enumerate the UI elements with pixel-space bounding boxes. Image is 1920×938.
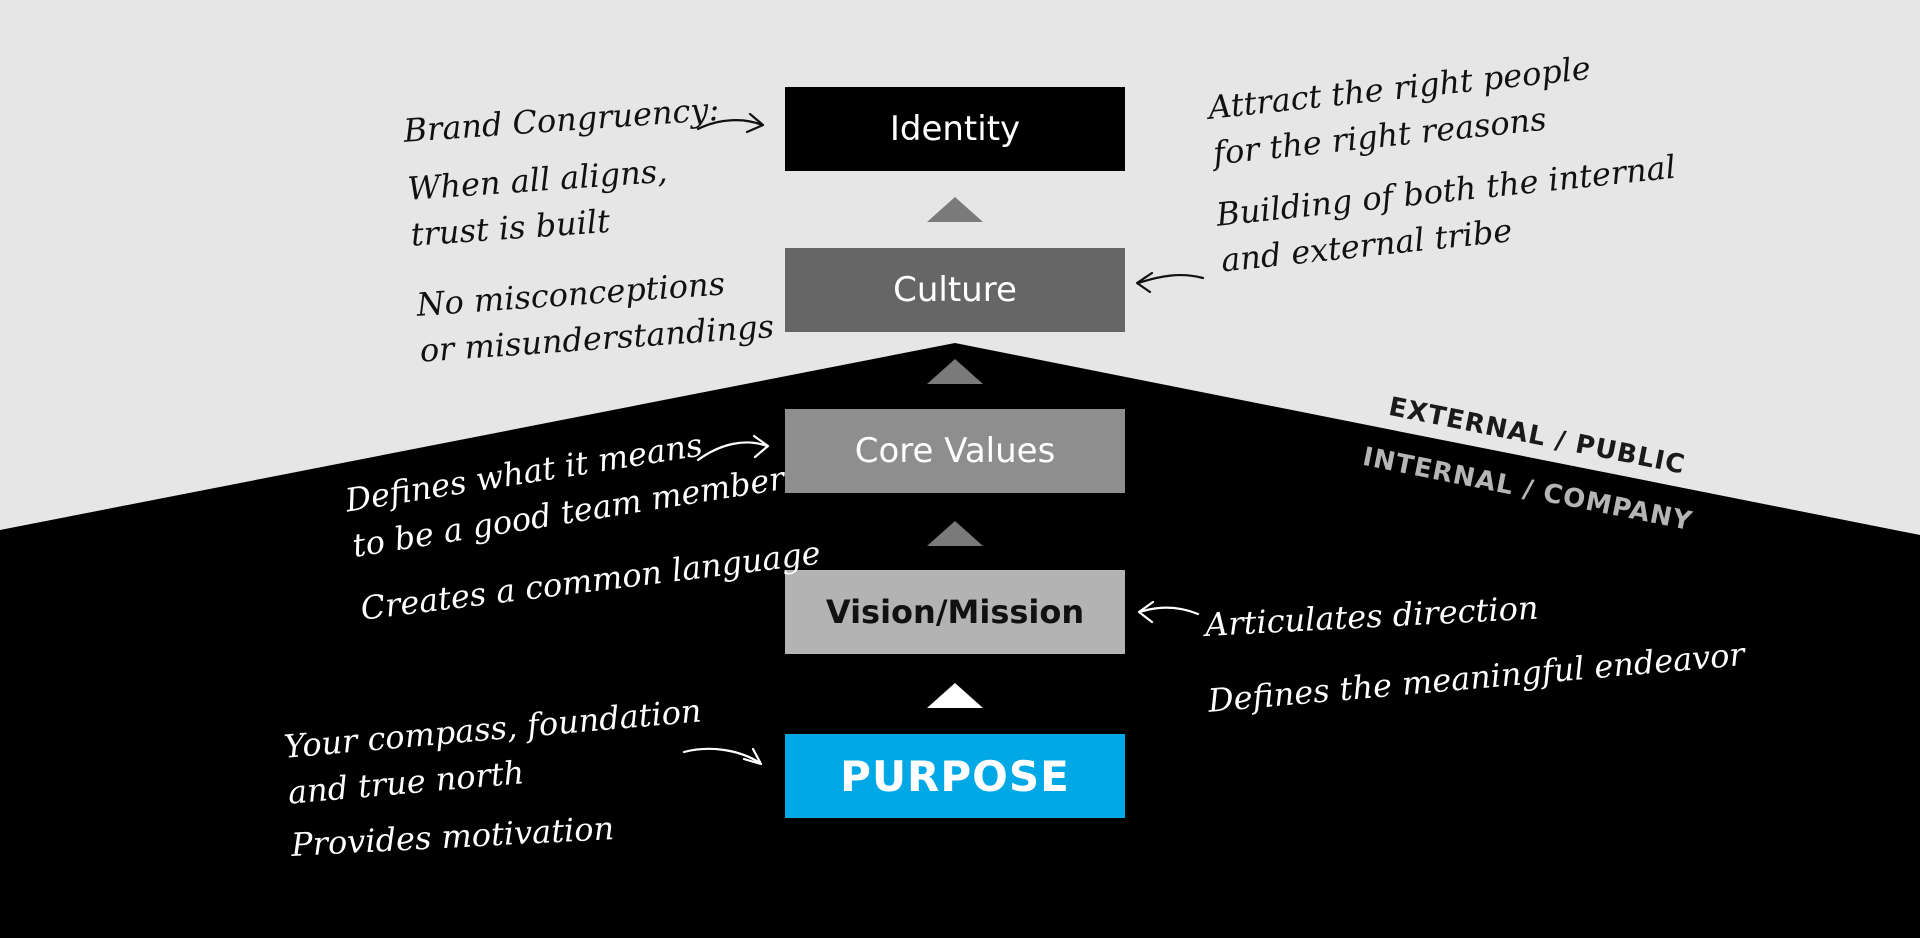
arrow-tribe-to-culture — [1136, 273, 1205, 285]
arrow-team-to-core-values — [696, 441, 769, 462]
arrow-team-to-core-values-head — [752, 434, 770, 459]
arrow-direction-to-vision-head — [1137, 600, 1155, 624]
arrow-direction-to-vision — [1138, 606, 1200, 616]
vision-mission-block: Vision/Mission — [785, 570, 1125, 654]
note-when-all-aligns: When all aligns, trust is built — [406, 151, 669, 254]
arrow-tribe-to-culture-head — [1135, 271, 1154, 294]
arrow-compass-to-purpose — [682, 747, 762, 765]
up-arrow-culture-to-identity — [927, 197, 983, 222]
arrow-brand-to-identity-head — [745, 112, 765, 134]
up-arrow-core-to-culture — [927, 359, 983, 384]
up-arrow-purpose-to-vision — [927, 683, 983, 708]
culture-block: Culture — [785, 248, 1125, 332]
arrow-compass-to-purpose-head — [742, 747, 763, 766]
core-values-block: Core Values — [785, 409, 1125, 493]
purpose-block: PURPOSE — [785, 734, 1125, 818]
up-arrow-vision-to-core — [927, 521, 983, 546]
identity-block: Identity — [785, 87, 1125, 171]
arrow-brand-to-identity — [696, 119, 764, 131]
